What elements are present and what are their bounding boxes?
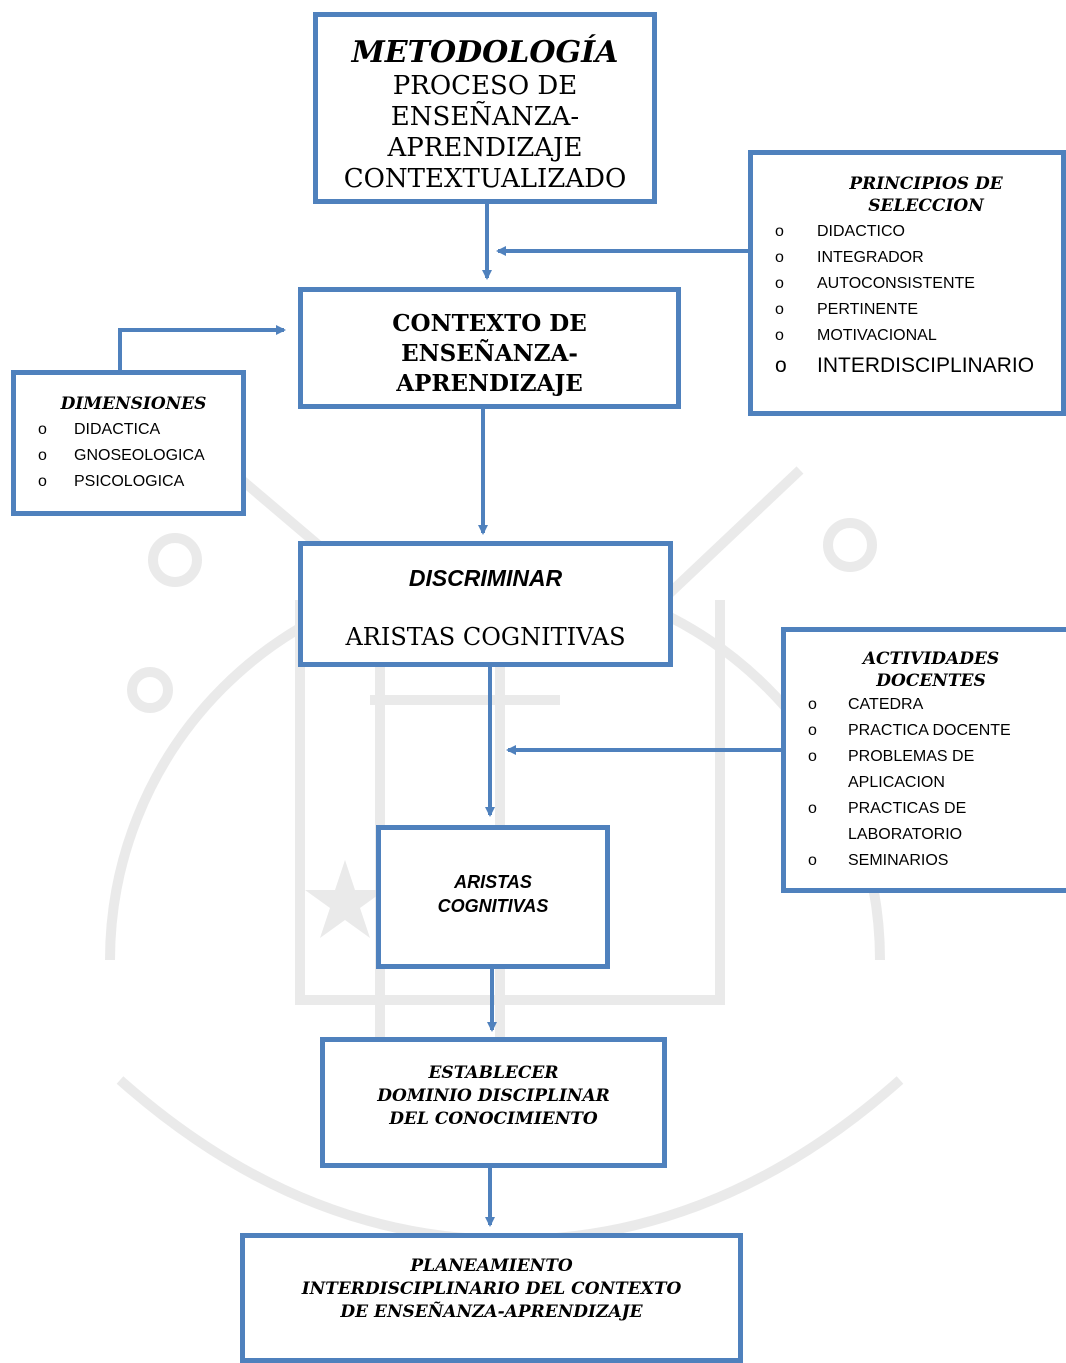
principios-title: SELECCION <box>868 196 984 216</box>
principios-title: PRINCIPIOS DE <box>849 174 1003 194</box>
metodologia-box: METODOLOGÍA PROCESO DE ENSEÑANZA- APREND… <box>313 12 657 204</box>
planeamiento-line: INTERDISCIPLINARIO DEL CONTEXTO <box>301 1279 682 1299</box>
establecer-line: DEL CONOCIMIENTO <box>389 1109 598 1129</box>
establecer-line: ESTABLECER <box>428 1063 559 1083</box>
actividades-title: ACTIVIDADES <box>862 649 1000 669</box>
discriminar-box: DISCRIMINAR ARISTAS COGNITIVAS <box>298 541 673 667</box>
metodologia-line: CONTEXTUALIZADO <box>343 164 627 194</box>
arrow-dimensiones-to-contexto <box>118 325 286 372</box>
metodologia-line: APRENDIZAJE <box>387 133 583 163</box>
planeamiento-box: PLANEAMIENTO INTERDISCIPLINARIO DEL CONT… <box>240 1233 743 1363</box>
metodologia-title: METODOLOGÍA <box>351 35 619 70</box>
contexto-box: CONTEXTO DE ENSEÑANZA- APRENDIZAJE <box>298 287 681 409</box>
dimensiones-title: DIMENSIONES <box>60 394 207 414</box>
actividades-title: DOCENTES <box>876 671 986 691</box>
aristas-line: COGNITIVAS <box>437 896 549 916</box>
establecer-line: DOMINIO DISCIPLINAR <box>377 1086 610 1106</box>
contexto-line: ENSEÑANZA- <box>401 340 578 367</box>
metodologia-line: ENSEÑANZA- <box>390 102 580 132</box>
discriminar-title: DISCRIMINAR <box>408 565 563 591</box>
planeamiento-line: DE ENSEÑANZA-APRENDIZAJE <box>340 1302 643 1322</box>
metodologia-line: PROCESO DE <box>392 71 578 101</box>
discriminar-text: ARISTAS COGNITIVAS <box>345 623 626 651</box>
establecer-box: ESTABLECER DOMINIO DISCIPLINAR DEL CONOC… <box>320 1037 667 1168</box>
aristas-cognitivas-box: ARISTAS COGNITIVAS <box>376 825 610 969</box>
contexto-line: APRENDIZAJE <box>396 370 583 397</box>
planeamiento-line: PLANEAMIENTO <box>410 1256 573 1276</box>
contexto-line: CONTEXTO DE <box>392 310 587 337</box>
aristas-line: ARISTAS <box>454 872 532 892</box>
